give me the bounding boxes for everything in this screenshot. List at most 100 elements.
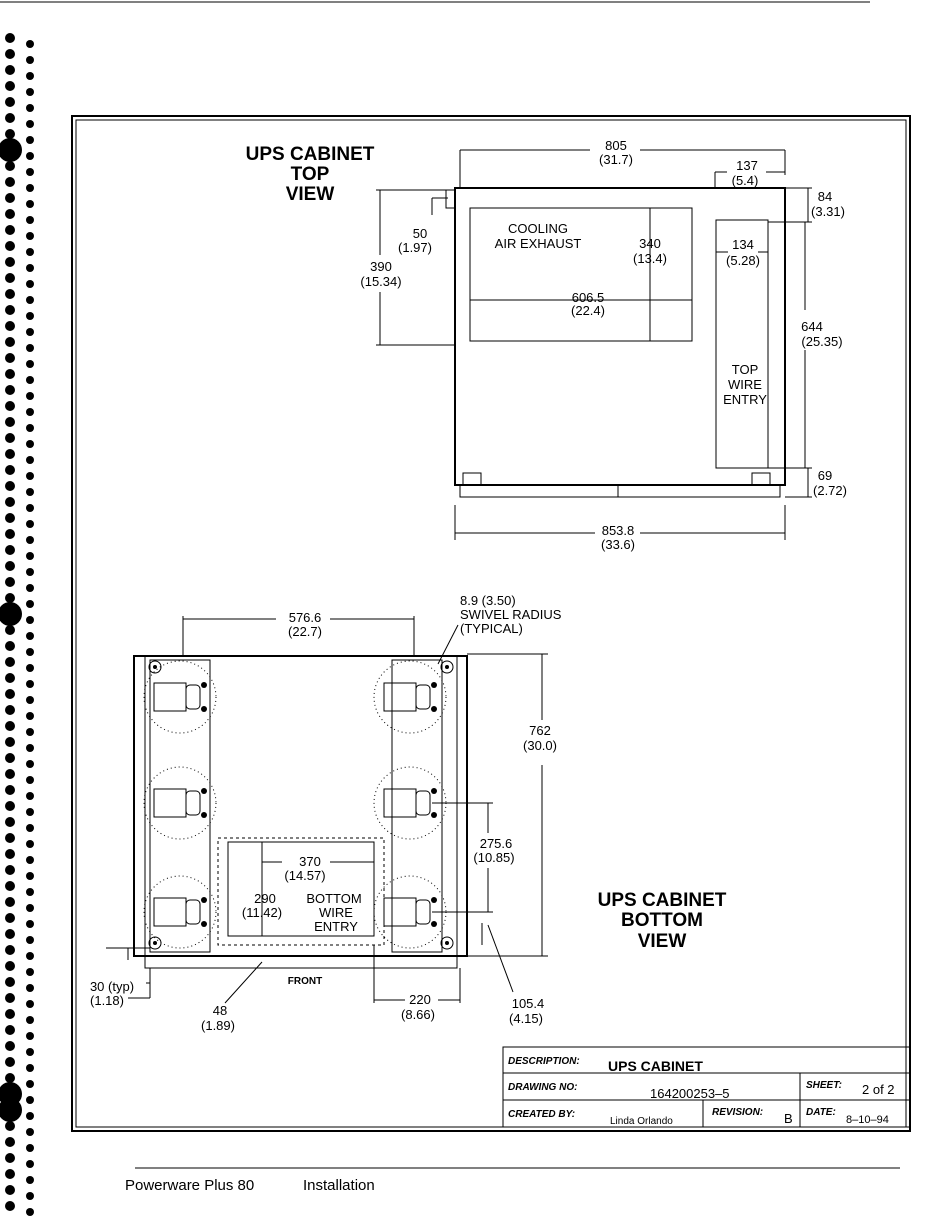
- date-value: 8–10–94: [846, 1114, 889, 1126]
- cooling-label-1: COOLING: [508, 221, 568, 236]
- binding-hole: [5, 321, 15, 331]
- dim-bottom-depth: 762: [529, 723, 551, 738]
- top-cabinet-base: [459, 484, 781, 498]
- binding-hole: [5, 385, 15, 395]
- top-wire-label-3: ENTRY: [723, 392, 767, 407]
- binding-hole: [0, 602, 22, 626]
- binding-hole: [5, 33, 15, 43]
- description-value: UPS CABINET: [608, 1058, 703, 1074]
- binding-hole: [5, 305, 15, 315]
- binding-hole: [26, 568, 34, 576]
- binding-hole: [5, 881, 15, 891]
- revision-value: B: [784, 1111, 793, 1126]
- binding-hole: [5, 993, 15, 1003]
- binding-hole: [26, 344, 34, 352]
- binding-hole: [26, 1096, 34, 1104]
- dim-caster-span-in: (22.7): [288, 624, 322, 639]
- binding-hole: [5, 689, 15, 699]
- binding-hole: [5, 577, 15, 587]
- binding-hole: [5, 129, 15, 139]
- binding-hole: [5, 65, 15, 75]
- dim-right-offset: 220: [409, 992, 431, 1007]
- revision-label: REVISION:: [712, 1107, 763, 1118]
- binding-hole: [26, 232, 34, 240]
- binding-hole: [5, 785, 15, 795]
- binding-hole: [26, 56, 34, 64]
- binding-hole: [5, 977, 15, 987]
- binding-hole: [5, 161, 15, 171]
- binding-hole: [26, 520, 34, 528]
- binding-hole: [5, 929, 15, 939]
- binding-hole: [5, 97, 15, 107]
- dim-edge-offset-in: (1.18): [90, 993, 124, 1008]
- binding-hole: [26, 952, 34, 960]
- binding-hole: [26, 1000, 34, 1008]
- footer-product: Powerware Plus 80: [125, 1177, 254, 1194]
- bottom-wire-label-2: WIRE: [319, 905, 353, 920]
- created-by-label: CREATED BY:: [508, 1109, 575, 1120]
- binding-hole: [26, 392, 34, 400]
- top-wire-label-2: WIRE: [728, 377, 762, 392]
- binding-hole: [26, 328, 34, 336]
- dim-cooling-height: 340: [639, 236, 661, 251]
- binding-hole: [5, 497, 15, 507]
- dim-caster-spacing-in: (10.85): [473, 850, 514, 865]
- binding-hole: [5, 705, 15, 715]
- binding-hole: [5, 257, 15, 267]
- bottom-cabinet-front-base: [144, 955, 458, 969]
- binding-holes: [0, 33, 34, 1216]
- top-cabinet-outline: [454, 187, 786, 486]
- sheet-value: 2 of 2: [862, 1082, 895, 1097]
- binding-hole: [26, 1080, 34, 1088]
- binding-hole: [26, 472, 34, 480]
- binding-hole: [26, 184, 34, 192]
- binding-hole: [5, 897, 15, 907]
- binding-hole: [26, 1048, 34, 1056]
- binding-hole: [26, 1144, 34, 1152]
- binding-hole: [26, 728, 34, 736]
- dim-rear-offset: 105.4: [512, 996, 545, 1011]
- bottom-wire-entry-outline: [217, 837, 385, 946]
- binding-hole: [26, 664, 34, 672]
- description-label: DESCRIPTION:: [508, 1056, 580, 1067]
- binding-hole: [5, 401, 15, 411]
- binding-hole: [5, 1057, 15, 1067]
- binding-hole: [5, 961, 15, 971]
- top-view-title-3: VIEW: [286, 184, 335, 205]
- binding-hole: [5, 289, 15, 299]
- binding-hole: [26, 408, 34, 416]
- dim-cooling-width: 606.5: [572, 290, 605, 305]
- binding-hole: [26, 504, 34, 512]
- binding-hole: [26, 744, 34, 752]
- binding-hole: [5, 1009, 15, 1019]
- binding-hole: [26, 1128, 34, 1136]
- binding-hole: [26, 712, 34, 720]
- binding-hole: [0, 138, 22, 162]
- bottom-wire-entry: [227, 841, 375, 937]
- binding-hole: [26, 1016, 34, 1024]
- caster: [143, 766, 217, 840]
- top-wire-entry: [715, 219, 769, 469]
- binding-hole: [5, 641, 15, 651]
- dim-caster-span: 576.6: [289, 610, 322, 625]
- dim-bottom-right-in: (2.72): [813, 483, 847, 498]
- binding-hole: [26, 888, 34, 896]
- binding-hole: [26, 920, 34, 928]
- binding-hole: [26, 616, 34, 624]
- binding-hole: [5, 1185, 15, 1195]
- binding-hole: [5, 753, 15, 763]
- binding-hole: [26, 632, 34, 640]
- date-label: DATE:: [806, 1107, 836, 1118]
- binding-hole: [5, 465, 15, 475]
- drawing-no-value: 164200253–5: [650, 1086, 730, 1101]
- binding-hole: [26, 776, 34, 784]
- binding-hole: [26, 136, 34, 144]
- dim-front-offset-in: (1.89): [201, 1018, 235, 1033]
- binding-hole: [5, 737, 15, 747]
- binding-hole: [26, 200, 34, 208]
- dim-wire-width: 134: [732, 237, 754, 252]
- binding-hole: [5, 1073, 15, 1083]
- binding-hole: [5, 433, 15, 443]
- binding-hole: [5, 1137, 15, 1147]
- binding-hole: [26, 264, 34, 272]
